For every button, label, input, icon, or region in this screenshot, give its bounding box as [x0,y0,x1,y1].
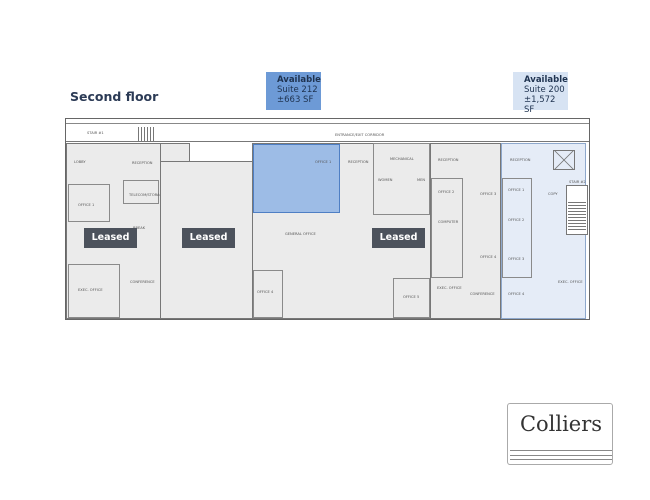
room-label: Copy [548,192,558,196]
restroom-block [373,143,430,215]
room-label: Men [417,178,426,182]
office-column [502,178,532,278]
office-column [431,178,463,278]
stair-icon [568,200,586,230]
suite-number: Suite 212 [277,85,318,95]
leased-tag: Leased [372,228,425,248]
room-office [393,278,430,318]
leased-tag: Leased [84,228,137,248]
room-label: Office 3 [480,192,497,196]
room-label: Exec. Office [78,288,103,292]
room-label: Office 2 [508,218,525,222]
room-label: Stair #1 [87,131,104,135]
room-office [68,184,110,222]
room-label: Entrance/Exit Corridor [335,133,385,137]
elevator-icon [553,150,575,170]
room-label: Reception [438,158,459,162]
room-label: Women [378,178,393,182]
room-label: Office 2 [438,190,455,194]
room-label: Office 3 [508,257,525,261]
room-label: Reception [348,160,369,164]
room-label: Office 5 [403,295,420,299]
room-label: Office 1 [78,203,95,207]
room-label: Office 1 [315,160,332,164]
room-label: Office 4 [508,292,525,296]
room-label: Lobby [74,160,86,164]
suite-212-available-area[interactable] [253,144,340,213]
room-label: Reception [132,161,153,165]
room-label: Stair #2 [569,180,586,184]
room-label: Reception [510,158,531,162]
entrance-corridor [66,120,589,142]
room-label: Telecom/Storage [129,193,165,197]
suite-200-availability-badge[interactable]: Available Suite 200 ±1,572 SF [513,72,568,115]
room-telecom [123,180,159,204]
room-label: Exec. Office [437,286,462,290]
logo-rule [510,455,612,456]
logo-rule [510,459,612,460]
exterior-wall-line [66,123,589,124]
room-label: Computer [438,220,459,224]
stair-icon [138,127,156,141]
room-label: Office 1 [508,188,525,192]
floor-title: Second floor [70,89,159,104]
logo-rule [510,450,612,451]
leased-suite-d[interactable] [430,143,501,319]
room-label: Exec. Office [558,280,583,284]
suite-area: ±663 SF [277,95,314,105]
colliers-logo: Colliers [507,403,613,465]
room-label: General Office [285,232,316,236]
suite-area: ±1,572 SF [524,95,556,115]
room-label: Office 4 [257,290,274,294]
room-label: Office 4 [480,255,497,259]
suite-number: Suite 200 [524,85,565,95]
room-office [253,270,283,318]
leased-tag: Leased [182,228,235,248]
room-label: Conference [130,280,155,284]
room-label: Break [133,226,146,230]
room-label: Mechanical [390,157,414,161]
availability-status: Available [277,75,321,85]
suite-200-available-area[interactable] [501,143,586,319]
logo-text: Colliers [519,412,603,436]
leased-suite-a-notch [160,143,190,161]
suite-212-availability-badge[interactable]: Available Suite 212 ±663 SF [266,72,321,110]
availability-status: Available [524,75,568,85]
room-label: Conference [470,292,495,296]
room-exec-office [68,264,120,318]
